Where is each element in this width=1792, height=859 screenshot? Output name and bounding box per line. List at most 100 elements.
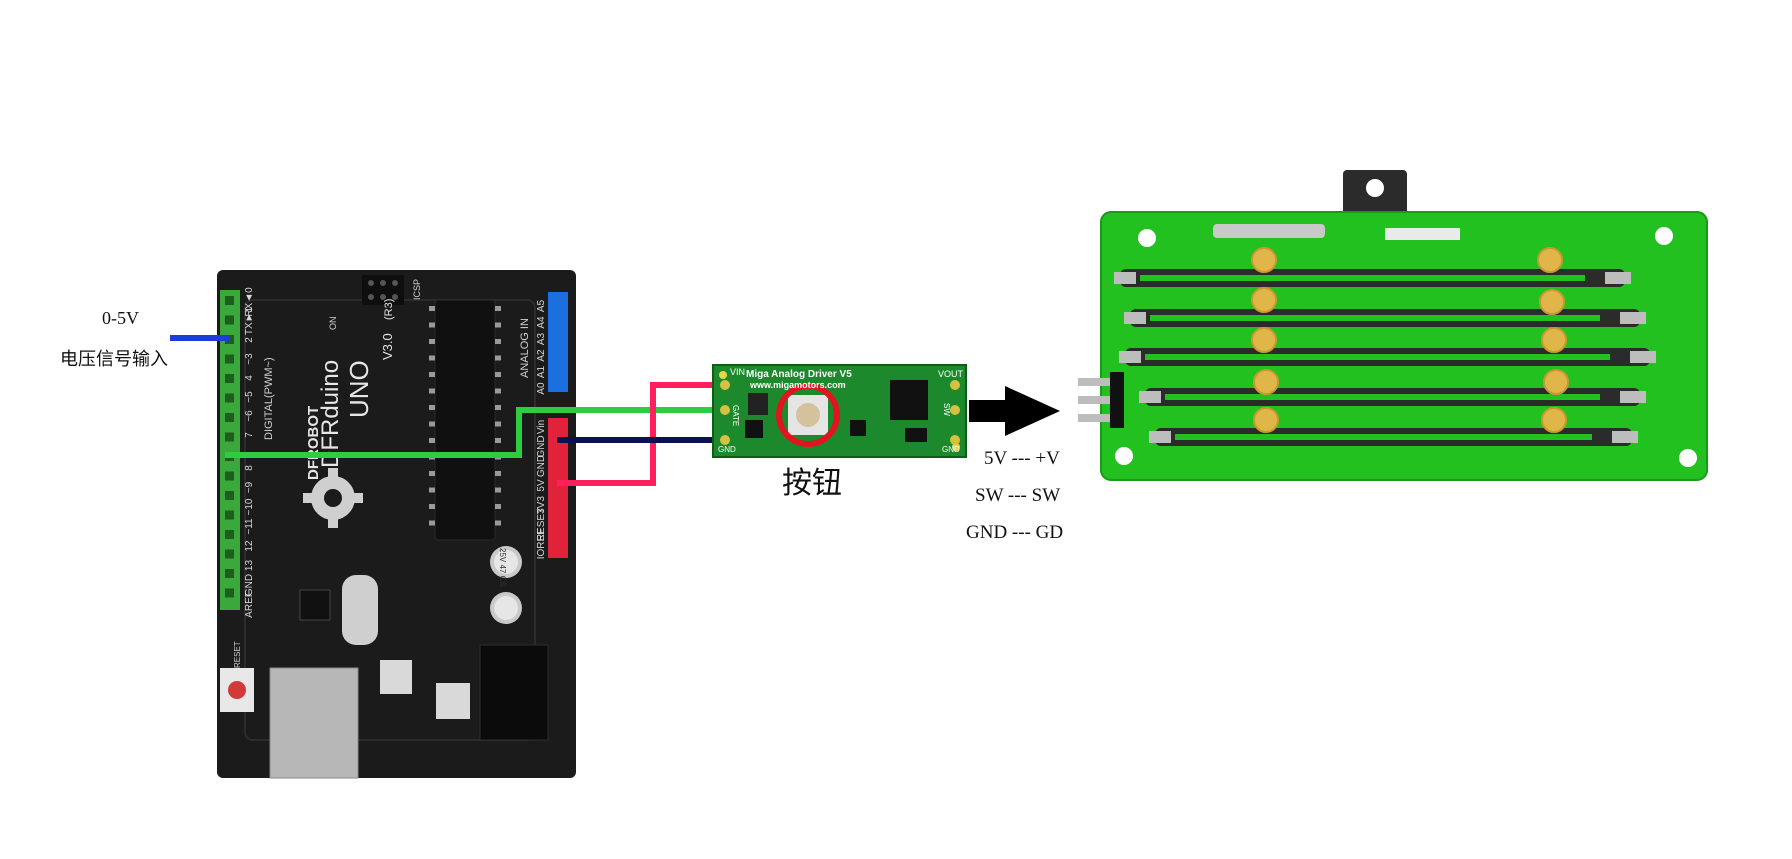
pin-label: ~11	[244, 518, 255, 535]
contact-bead	[1543, 369, 1569, 395]
chip-pin	[429, 520, 435, 526]
atmega-chip	[429, 299, 501, 541]
pin-label: ~3	[244, 353, 255, 365]
wires	[170, 335, 725, 486]
input-range-label: 0-5V	[102, 308, 139, 328]
driver-title: Miga Analog Driver V5	[746, 369, 852, 380]
pin-label: Vin	[536, 420, 547, 434]
pin-label: 7	[244, 432, 255, 438]
chip-pin	[495, 471, 501, 476]
driver-pin-gate: GATE	[731, 405, 740, 426]
reset-button[interactable]	[220, 668, 254, 712]
pin-label: 4	[244, 375, 255, 381]
chip-pin	[495, 306, 501, 311]
driver-pin-gnd: GND	[718, 445, 736, 454]
pin-label: RX◄0	[244, 287, 255, 317]
driver-ic	[890, 380, 928, 420]
chip-pin	[495, 504, 501, 509]
header-pin	[225, 296, 234, 305]
chip-pin	[429, 421, 435, 427]
mapping-line-2: SW --- SW	[975, 485, 1061, 506]
icsp-label: ICSP	[412, 279, 422, 300]
on-label: ON	[328, 317, 338, 331]
icsp-header	[362, 275, 404, 305]
chip-pin	[429, 487, 435, 493]
pin-label: GND	[244, 574, 255, 596]
pin-label: ~9	[244, 481, 255, 493]
pin-label: AREF	[244, 591, 255, 618]
driver-pin-vin: VIN	[730, 367, 745, 377]
analog-in-label: ANALOG IN	[519, 318, 531, 378]
chip-pin	[495, 520, 501, 526]
capacitor-text: 25V 47 CS	[498, 548, 507, 587]
button-label: 按钮	[782, 466, 842, 501]
chip-pin	[429, 405, 435, 410]
capacitor-1	[490, 546, 522, 578]
driver-pin-gnd-right: GND	[942, 445, 960, 454]
contact-bead	[1251, 247, 1277, 273]
contact-bead	[1251, 287, 1277, 313]
header-pin	[225, 510, 234, 520]
digital-pwm-label: DIGITAL(PWM~)	[263, 357, 275, 440]
header-pin	[225, 413, 234, 422]
digital-header	[220, 290, 240, 610]
reset-label: RESET	[233, 641, 242, 668]
spring	[1213, 224, 1325, 238]
pin-label: RESET	[536, 508, 547, 541]
pin-label: ~5	[244, 391, 255, 403]
crystal-oscillator	[342, 575, 378, 645]
chip-pin	[495, 388, 501, 394]
chip-pin	[429, 306, 435, 311]
pin-label: 13	[244, 560, 255, 572]
chip-pin	[495, 322, 501, 328]
uno-brand: DFROBOT	[305, 406, 322, 480]
usb-port	[269, 667, 359, 779]
chip-pin	[429, 322, 435, 328]
header-pin	[225, 530, 234, 539]
contact-bead	[1541, 327, 1567, 353]
uno-rev: (R3)	[383, 299, 395, 320]
regulator-1	[380, 660, 412, 694]
pin-label: ~6	[244, 410, 255, 422]
header-pin	[225, 374, 234, 383]
contact-bead	[1251, 327, 1277, 353]
header-pin	[225, 471, 234, 481]
chip-pin	[429, 438, 435, 443]
chip-pin	[495, 438, 501, 443]
pin-label: IOREF	[536, 529, 547, 560]
chip-pin	[495, 355, 501, 361]
uno-name: DFRduino	[317, 360, 344, 468]
header-pin	[225, 393, 234, 403]
chip-pin	[429, 339, 435, 344]
contact-bead	[1539, 289, 1565, 315]
pin-label: GND	[536, 435, 547, 457]
pin-label: A4	[536, 316, 547, 329]
header-pin	[225, 354, 234, 364]
pin-label: 3V3	[536, 496, 547, 514]
header-pin	[225, 335, 234, 344]
analog-header	[548, 292, 568, 392]
pin-label: ~10	[244, 498, 255, 515]
input-desc-label: 电压信号输入	[60, 349, 168, 370]
usb-ic	[299, 589, 331, 621]
arrow-icon	[969, 386, 1060, 436]
pin-label: TX►1	[244, 306, 255, 335]
pin-label: A1	[536, 365, 547, 378]
contact-bead	[1541, 407, 1567, 433]
header-pin	[225, 315, 234, 325]
capacitor-2	[490, 592, 522, 624]
push-button[interactable]	[788, 395, 828, 435]
header-pins	[1078, 372, 1124, 428]
gear-icon	[303, 468, 363, 528]
button-highlight-ring	[776, 383, 840, 447]
green-pcb-board	[1078, 170, 1708, 481]
chip-pin	[429, 355, 435, 361]
mapping-line-3: GND --- GD	[966, 522, 1064, 543]
uno-version: V3.0	[380, 333, 395, 360]
driver-pin-vout: VOUT	[938, 369, 964, 379]
pin-label: 5V	[536, 479, 547, 492]
regulator-2	[436, 683, 470, 719]
pin-label: A3	[536, 332, 547, 345]
chip-pin	[429, 372, 435, 377]
